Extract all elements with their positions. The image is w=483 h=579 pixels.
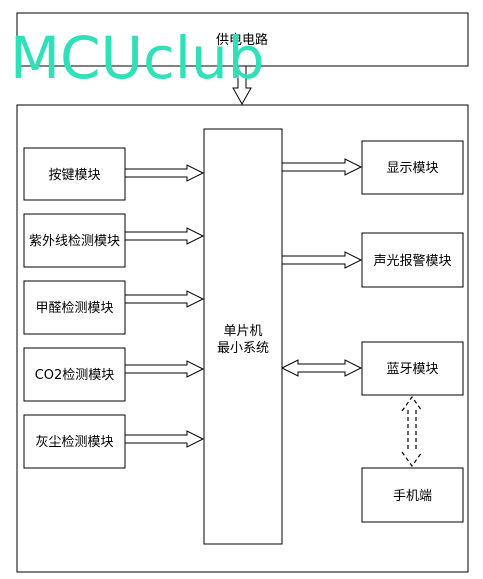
- uv-to-mcu-arrow: [124, 227, 205, 245]
- co2-to-mcu-arrow: [124, 360, 205, 378]
- power-down-arrow: [232, 65, 252, 106]
- power-supply-box: [16, 12, 469, 67]
- uv-module-label: 紫外线检测模块: [29, 234, 120, 249]
- uv-module-box: [23, 213, 126, 268]
- bluetooth-phone-arrowhead-bottom: [401, 451, 423, 468]
- formaldehyde-module-box: [23, 280, 126, 335]
- mcu-to-alarm-arrow: [281, 251, 363, 269]
- mcu-bluetooth-bidirectional-arrow: [280, 359, 363, 377]
- bluetooth-module-box: [361, 341, 464, 396]
- bluetooth-phone-arrowhead-top: [401, 395, 423, 412]
- mcu-label-line2: 最小系统: [217, 341, 269, 356]
- mcu-box: [203, 128, 283, 545]
- dust-module-label: 灰尘检测模块: [35, 435, 113, 450]
- dust-module-box: [23, 414, 126, 469]
- formaldehyde-to-mcu-arrow: [124, 290, 205, 308]
- power-supply-label: 供电电路: [216, 32, 268, 48]
- mcu-to-display-arrow: [281, 158, 363, 176]
- key-module-label: 按键模块: [48, 168, 100, 183]
- co2-module-box: [23, 347, 126, 402]
- display-module-label: 显示模块: [386, 161, 438, 176]
- mcu-label-line1: 单片机: [223, 324, 262, 339]
- co2-module-label: CO2检测模块: [35, 368, 115, 383]
- key-to-mcu-arrow: [124, 164, 205, 182]
- phone-label: 手机端: [393, 489, 432, 504]
- dust-to-mcu-arrow: [124, 430, 205, 448]
- phone-box: [361, 467, 464, 523]
- watermark-text: MCUclub: [10, 24, 265, 92]
- formaldehyde-module-label: 甲醛检测模块: [35, 300, 113, 316]
- alarm-module-box: [361, 232, 464, 288]
- bluetooth-module-label: 蓝牙模块: [386, 362, 438, 377]
- alarm-module-label: 声光报警模块: [373, 253, 451, 269]
- display-module-box: [361, 140, 464, 195]
